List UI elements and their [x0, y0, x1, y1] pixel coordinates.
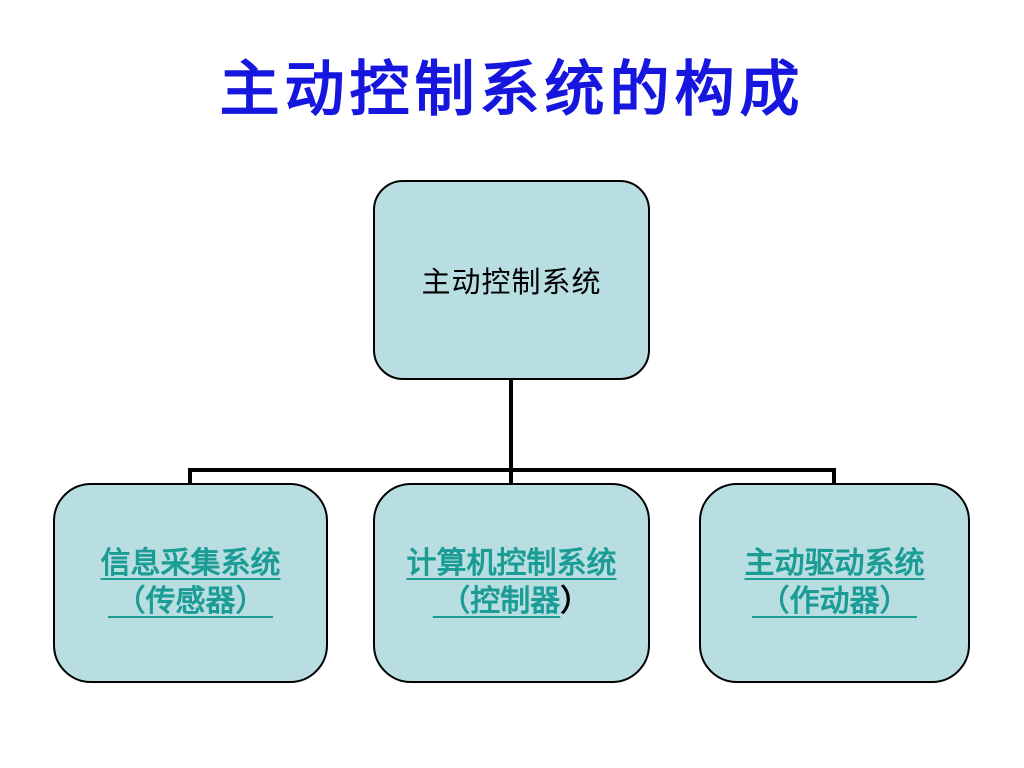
- connector-drop-right: [832, 468, 836, 485]
- node-computer-control-line2-plain: ）: [560, 585, 591, 618]
- node-active-drive-line2: （作动器）: [752, 583, 917, 621]
- node-computer-control-system: 计算机控制系统 （控制器）: [373, 483, 650, 683]
- link-active-drive-line1[interactable]: 主动驱动系统: [744, 547, 925, 580]
- link-info-collection-line1[interactable]: 信息采集系统: [100, 547, 281, 580]
- link-info-collection-line2[interactable]: （传感器）: [108, 585, 273, 618]
- connector-trunk-line: [509, 379, 513, 470]
- link-active-drive-line2[interactable]: （作动器）: [752, 585, 917, 618]
- node-info-collection-system: 信息采集系统 （传感器）: [53, 483, 328, 683]
- node-active-control-system: 主动控制系统: [373, 180, 650, 380]
- node-info-collection-line2: （传感器）: [108, 583, 273, 621]
- node-active-drive-system: 主动驱动系统 （作动器）: [699, 483, 970, 683]
- connector-drop-middle: [509, 468, 513, 485]
- node-root-label: 主动控制系统: [421, 267, 602, 299]
- link-computer-control-line2[interactable]: （控制器: [432, 585, 561, 618]
- node-computer-control-line2: （控制器）: [432, 583, 591, 621]
- page-title: 主动控制系统的构成: [219, 56, 805, 123]
- link-computer-control-line1[interactable]: 计算机控制系统: [406, 547, 617, 580]
- connector-drop-left: [188, 468, 192, 485]
